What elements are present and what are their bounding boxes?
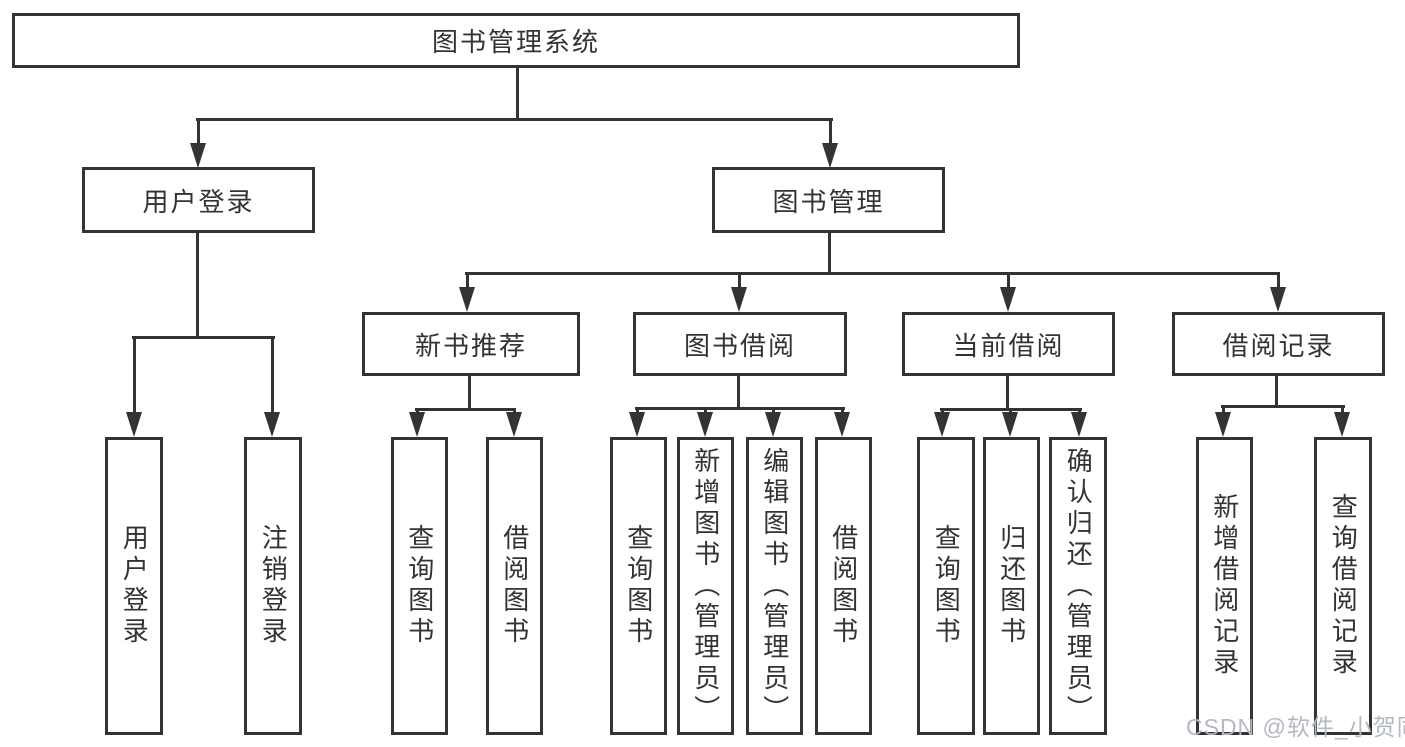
node-leaf-query-books-borrow: 查询图书 <box>610 437 667 735</box>
node-leaf-query-books-recommend: 查询图书 <box>391 437 448 735</box>
arrow-down-icon <box>1215 405 1231 437</box>
node-leaf-label: 新增图书（管理员） <box>690 446 721 726</box>
arrow-down-icon <box>506 408 522 437</box>
connector-line <box>737 375 740 410</box>
node-leaf-return-books: 归还图书 <box>983 437 1040 735</box>
connector-line <box>468 375 471 411</box>
node-leaf-label: 编辑图书（管理员） <box>759 446 790 726</box>
node-label: 图书管理 <box>772 186 885 217</box>
node-leaf-query-borrow-record: 查询借阅记录 <box>1314 437 1372 735</box>
node-label: 当前借阅 <box>952 330 1065 361</box>
node-leaf-label: 查询图书 <box>404 524 435 648</box>
node-leaf-query-books-current: 查询图书 <box>917 437 975 735</box>
node-user-login: 用户登录 <box>82 167 315 233</box>
node-leaf-label: 借阅图书 <box>828 524 859 648</box>
arrow-down-icon <box>264 336 280 437</box>
node-borrow-records: 借阅记录 <box>1172 312 1385 376</box>
arrow-down-icon <box>834 407 850 437</box>
node-leaf-label: 新增借阅记录 <box>1209 493 1240 679</box>
csdn-watermark: CSDN @软件_小贺同学 <box>1186 714 1405 740</box>
arrow-down-icon <box>1071 408 1087 437</box>
node-leaf-label: 查询图书 <box>623 524 654 648</box>
node-leaf-label: 确认归还（管理员） <box>1063 446 1094 726</box>
node-label: 图书借阅 <box>683 330 796 361</box>
connector-line <box>196 232 199 339</box>
node-leaf-label: 查询借阅记录 <box>1328 493 1359 679</box>
node-leaf-add-borrow-record: 新增借阅记录 <box>1196 437 1253 735</box>
arrow-down-icon <box>1000 272 1016 312</box>
node-label: 新书推荐 <box>414 330 527 361</box>
connector-line <box>132 336 275 339</box>
connector-line <box>415 408 516 411</box>
node-label: 借阅记录 <box>1222 330 1335 361</box>
node-leaf-borrow-books: 借阅图书 <box>815 437 872 735</box>
arrow-down-icon <box>934 408 950 437</box>
arrow-down-icon <box>1002 408 1018 437</box>
node-leaf-label: 注销登录 <box>258 524 289 648</box>
arrow-down-icon <box>629 407 645 437</box>
node-leaf-label: 归还图书 <box>996 524 1027 648</box>
node-new-book-recommend: 新书推荐 <box>362 312 580 376</box>
node-leaf-edit-books-admin: 编辑图书（管理员） <box>746 437 803 735</box>
connector-line <box>516 67 519 119</box>
connector-line <box>465 272 1280 275</box>
node-current-borrow: 当前借阅 <box>902 312 1115 376</box>
arrow-down-icon <box>1270 272 1286 312</box>
node-book-borrow: 图书借阅 <box>633 312 847 376</box>
connector-line <box>1006 375 1009 411</box>
node-leaf-user-login: 用户登录 <box>105 437 163 735</box>
arrow-down-icon <box>459 272 475 312</box>
arrow-down-icon <box>190 118 206 168</box>
node-leaf-label: 用户登录 <box>119 524 150 648</box>
arrow-down-icon <box>731 272 747 312</box>
node-leaf-logout: 注销登录 <box>244 437 302 735</box>
connector-line <box>1275 375 1278 408</box>
node-book-management: 图书管理 <box>712 167 945 233</box>
node-leaf-label: 查询图书 <box>931 524 962 648</box>
arrow-down-icon <box>1334 405 1350 437</box>
node-leaf-label: 借阅图书 <box>499 524 530 648</box>
arrow-down-icon <box>126 336 142 437</box>
connector-line <box>828 232 831 275</box>
arrow-down-icon <box>409 408 425 437</box>
node-root-label: 图书管理系统 <box>431 27 600 57</box>
node-root: 图书管理系统 <box>12 13 1020 68</box>
connector-line <box>1221 405 1345 408</box>
connector-line <box>635 407 845 410</box>
node-leaf-confirm-return-admin: 确认归还（管理员） <box>1049 437 1107 735</box>
connector-line <box>196 118 833 121</box>
arrow-down-icon <box>697 407 713 437</box>
node-label: 用户登录 <box>142 186 255 217</box>
node-leaf-add-books-admin: 新增图书（管理员） <box>677 437 734 735</box>
arrow-down-icon <box>765 407 781 437</box>
node-leaf-borrow-books-recommend: 借阅图书 <box>486 437 543 735</box>
arrow-down-icon <box>822 118 838 168</box>
